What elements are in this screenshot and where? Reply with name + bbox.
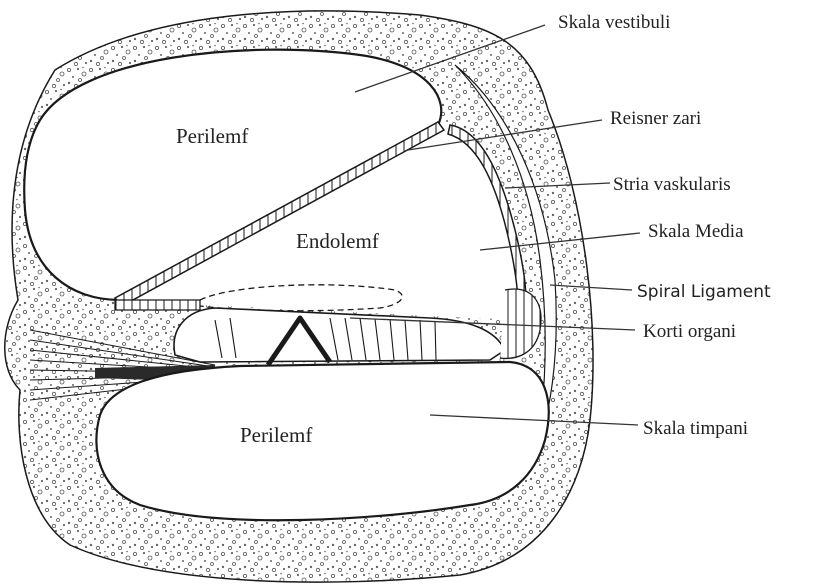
endolymph-label: Endolemf — [296, 229, 379, 253]
scala-tympani-chamber — [96, 362, 548, 520]
spiral-lamina-plate — [115, 300, 200, 310]
label-korti-organi: Korti organi — [643, 321, 736, 342]
label-skala-media: Skala Media — [648, 221, 744, 242]
label-reisner-zari: Reisner zari — [610, 108, 701, 129]
lower-perilymph-label: Perilemf — [240, 423, 312, 447]
upper-perilymph-label: Perilemf — [176, 124, 248, 148]
label-skala-timpani: Skala timpani — [643, 418, 748, 439]
label-spiral-ligament: Spiral Ligament — [637, 282, 771, 302]
label-skala-vestibuli: Skala vestibuli — [558, 12, 670, 33]
label-stria-vaskularis: Stria vaskularis — [613, 174, 731, 195]
